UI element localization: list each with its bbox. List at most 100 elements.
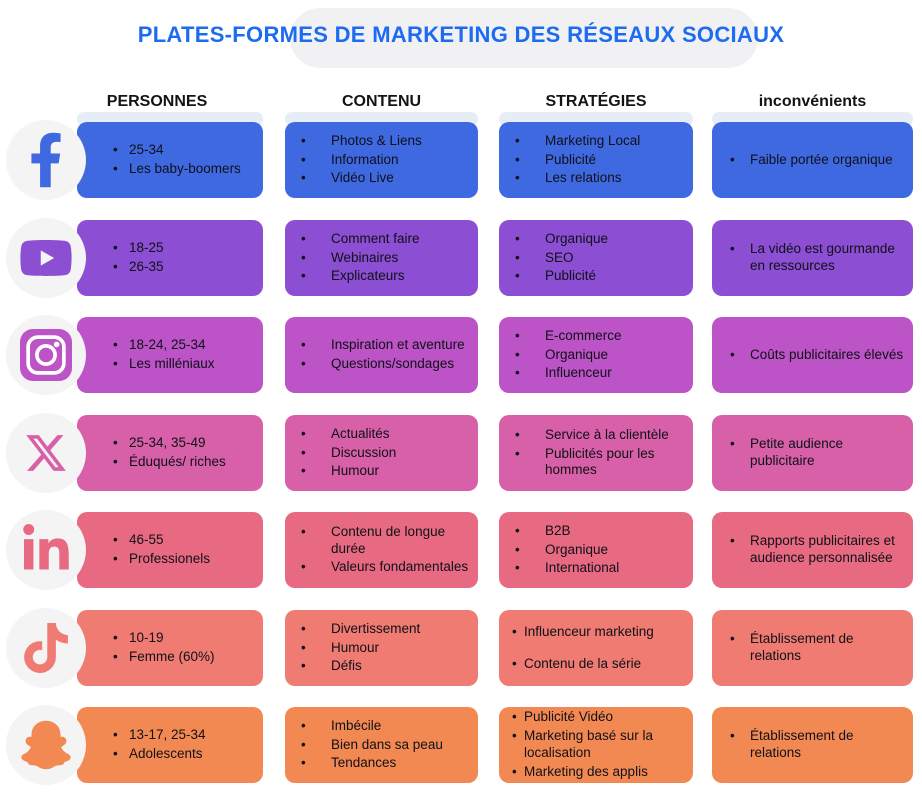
linkedin-content-list: •Contenu de longue durée•Valeurs fondame… bbox=[285, 524, 478, 577]
facebook-people-list: •25-34•Les baby-boomers bbox=[77, 142, 263, 178]
bullet-icon: • bbox=[301, 755, 306, 771]
snapchat-strategies-list: • Publicité Vidéo •Marketing basé sur la l… bbox=[499, 709, 693, 781]
bullet-icon: • bbox=[301, 463, 306, 479]
snapchat-people-list: •13-17, 25-34•Adolescents bbox=[77, 727, 263, 763]
tiktok-people-list: •10-19 •Femme (60%) bbox=[77, 630, 263, 666]
bullet-icon: • bbox=[113, 746, 118, 761]
list-item-label: B2B bbox=[545, 522, 571, 538]
bullet-icon: • bbox=[113, 259, 118, 274]
list-item-label: Publicité Vidéo bbox=[524, 709, 614, 725]
list-item: •Influenceur bbox=[515, 365, 685, 382]
linkedin-drawbacks-list: •Rapports publicitaires et audience pers… bbox=[712, 533, 913, 567]
list-item-label: 25-34, 35-49 bbox=[129, 435, 206, 451]
youtube-drawbacks-card: •La vidéo est gourmande en ressources bbox=[712, 220, 913, 296]
list-item-label: Contenu de la série bbox=[524, 655, 642, 671]
bullet-icon: • bbox=[515, 170, 520, 186]
linkedin-people-card: •46-55•Professionels bbox=[77, 512, 263, 588]
column-header-personnes: PERSONNES bbox=[106, 93, 208, 110]
list-item-label: 10-19 bbox=[129, 630, 164, 646]
x-people-list: •25-34, 35-49•Éduqués/ riches bbox=[77, 435, 263, 471]
list-item-label: Les relations bbox=[545, 170, 622, 186]
list-item-label: Établissement de relations bbox=[750, 631, 854, 663]
facebook-content-card: •Photos & Liens•Information•Vidéo Live bbox=[285, 122, 478, 198]
platform-row-facebook: •25-34•Les baby-boomers •Photos & Liens•… bbox=[0, 120, 922, 200]
list-item: •International bbox=[515, 560, 685, 577]
bullet-icon: • bbox=[301, 132, 306, 148]
list-item: •Service à la clientèle bbox=[515, 427, 685, 444]
list-item-label: Adolescents bbox=[129, 746, 203, 761]
list-item: • Imbécile bbox=[301, 718, 470, 735]
tiktok-strategies-card: •Influenceur marketing•Contenu de la sér… bbox=[499, 610, 693, 686]
bullet-icon: • bbox=[301, 658, 306, 674]
bullet-icon: • bbox=[512, 763, 517, 779]
youtube-content-list: •Comment faire•Webinaires•Explicateurs bbox=[285, 231, 478, 286]
x-drawbacks-card: • Petite audience publicitaire bbox=[712, 415, 913, 491]
bullet-icon: • bbox=[730, 346, 735, 362]
list-item: •10-19 bbox=[113, 630, 255, 647]
bullet-icon: • bbox=[730, 631, 735, 647]
column-header-contenu: CONTENU bbox=[341, 93, 422, 110]
bullet-icon: • bbox=[730, 151, 735, 167]
list-item: •Établissement de relations bbox=[730, 728, 905, 762]
list-item: •13-17, 25-34 bbox=[113, 727, 255, 744]
list-item: •Photos & Liens bbox=[301, 133, 470, 150]
list-item: • B2B bbox=[515, 523, 685, 540]
linkedin-strategies-list: •B2B•Organique•International bbox=[499, 523, 693, 578]
list-item: •Éduqués/ riches bbox=[113, 454, 255, 471]
list-item-label: Questions/sondages bbox=[331, 356, 455, 371]
bullet-icon: • bbox=[113, 161, 118, 176]
bullet-icon: • bbox=[113, 727, 118, 743]
instagram-people-list: •18-24, 25-34•Les milléniaux bbox=[77, 337, 263, 373]
tiktok-icon bbox=[24, 623, 68, 673]
bullet-icon: • bbox=[515, 249, 520, 265]
list-item: •Information bbox=[301, 152, 470, 169]
instagram-content-card: •Inspiration et aventure•Questions/sonda… bbox=[285, 317, 478, 393]
list-item-label: Éduqués/ riches bbox=[129, 454, 226, 469]
instagram-content-list: •Inspiration et aventure•Questions/sonda… bbox=[285, 337, 478, 373]
bullet-icon: • bbox=[730, 436, 735, 452]
list-item-label: Petite audience publicitaire bbox=[750, 436, 844, 468]
list-item-label: Contenu de longue durée bbox=[331, 523, 446, 556]
list-item-label: Information bbox=[331, 151, 399, 167]
bullet-icon: • bbox=[301, 356, 306, 371]
instagram-drawbacks-list: •Coûts publicitaires élevés bbox=[712, 347, 913, 364]
platform-row-tiktok: •10-19•Femme (60%) •Divertissement•Humou… bbox=[0, 608, 922, 688]
tiktok-content-card: •Divertissement•Humour•Défis bbox=[285, 610, 478, 686]
bullet-icon: • bbox=[515, 445, 520, 461]
column-header-inconvenients: inconvénients bbox=[758, 93, 867, 110]
list-item-label: Publicités pour les hommes bbox=[545, 445, 655, 478]
list-item-label: Imbécile bbox=[331, 717, 382, 733]
list-item: • Adolescents bbox=[113, 746, 255, 763]
x-twitter-icon bbox=[23, 431, 69, 475]
facebook-strategies-card: •Marketing Local•Publicité•Les relations bbox=[499, 122, 693, 198]
list-item: •Marketing des applis bbox=[512, 764, 685, 781]
list-item: •46-55 bbox=[113, 532, 255, 549]
list-item: •Comment faire bbox=[301, 231, 470, 248]
list-item: •Femme (60%) bbox=[113, 649, 255, 666]
bullet-icon: • bbox=[301, 639, 306, 655]
list-item-label: 26-35 bbox=[129, 259, 164, 274]
list-item: •Coûts publicitaires élevés bbox=[730, 347, 905, 364]
list-item: •Vidéo Live bbox=[301, 170, 470, 187]
snapchat-people-card: •13-17, 25-34•Adolescents bbox=[77, 707, 263, 783]
x-logo-badge bbox=[6, 413, 86, 493]
instagram-strategies-card: •E-commerce•Organique•Influenceur bbox=[499, 317, 693, 393]
list-item: •25-34 bbox=[113, 142, 255, 159]
list-item-label: International bbox=[545, 560, 620, 576]
bullet-icon: • bbox=[515, 132, 520, 148]
bullet-icon: • bbox=[515, 522, 520, 538]
list-item: •Les milléniaux bbox=[113, 356, 255, 373]
list-item: •Actualités bbox=[301, 426, 470, 443]
tiktok-drawbacks-card: • Établissement de relations bbox=[712, 610, 913, 686]
list-item: •Organique bbox=[515, 347, 685, 364]
list-item: • Questions/sondages bbox=[301, 356, 470, 373]
list-item-label: Défis bbox=[331, 658, 362, 674]
list-item-label: Discussion bbox=[331, 444, 397, 460]
bullet-icon: • bbox=[301, 717, 306, 733]
list-item: •Faible portée organique bbox=[730, 152, 905, 169]
list-item: •Marketing basé sur la localisation bbox=[512, 728, 685, 762]
bullet-icon: • bbox=[113, 142, 118, 158]
list-item-label: E-commerce bbox=[545, 327, 622, 343]
x-strategies-card: •Service à la clientèle• Publicités pour … bbox=[499, 415, 693, 491]
snapchat-strategies-card: • Publicité Vidéo •Marketing basé sur la l… bbox=[499, 707, 693, 783]
